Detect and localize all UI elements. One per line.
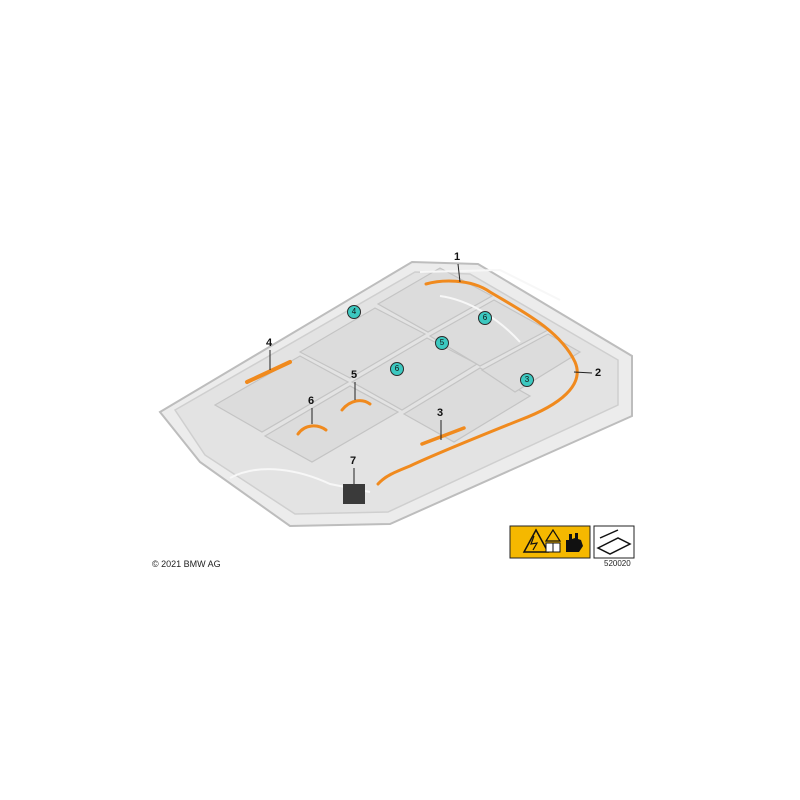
connector-7 <box>343 484 365 504</box>
cable-4 <box>245 360 292 384</box>
callout-2: 2 <box>595 367 602 379</box>
callout-5: 5 <box>351 369 358 381</box>
cable-3 <box>420 426 466 446</box>
warning-labels <box>509 525 635 559</box>
cable-6 <box>296 424 328 436</box>
callout-3: 3 <box>437 407 444 419</box>
callout-1: 1 <box>454 251 461 263</box>
ref-marker: 3 <box>520 373 534 387</box>
insert-direction-icon <box>596 529 632 555</box>
cell-modules <box>213 267 582 463</box>
cable-5 <box>340 399 372 412</box>
part-number: 520020 <box>604 559 631 568</box>
leader-lines <box>269 263 593 484</box>
callout-6: 6 <box>308 395 315 407</box>
ref-marker: 5 <box>435 336 449 350</box>
read-manual-icon <box>544 528 562 553</box>
ref-marker: 6 <box>390 362 404 376</box>
ref-marker: 4 <box>347 305 361 319</box>
copyright-text: © 2021 BMW AG <box>152 559 221 569</box>
callout-4: 4 <box>266 337 273 349</box>
high-voltage-warning-icon <box>522 528 550 553</box>
ref-marker: 6 <box>478 311 492 325</box>
callout-7: 7 <box>350 455 357 467</box>
cable-1-2 <box>376 279 579 486</box>
protective-glove-icon <box>566 533 583 552</box>
